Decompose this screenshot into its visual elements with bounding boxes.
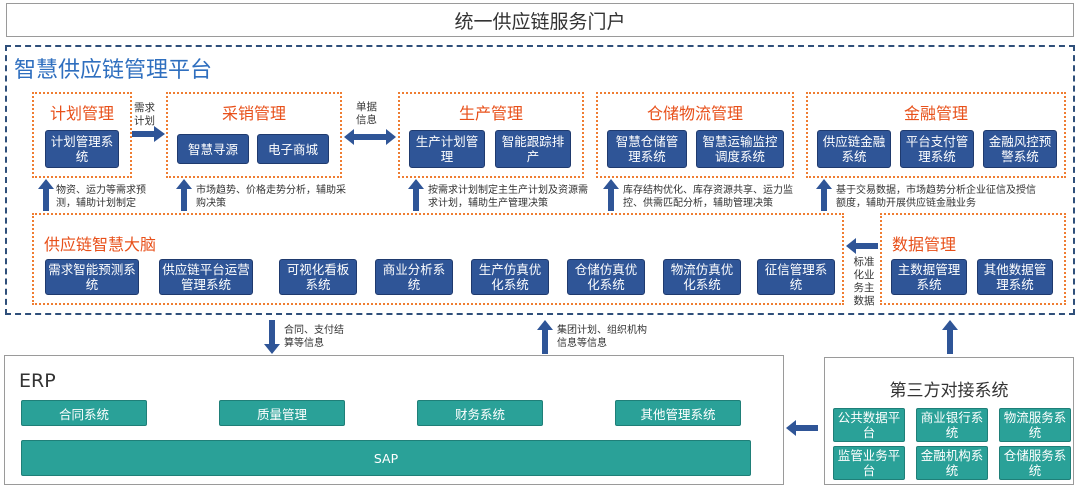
- e-mall-button[interactable]: 电子商城: [257, 134, 329, 164]
- smart-sourcing-button[interactable]: 智慧寻源: [177, 134, 249, 164]
- master-data-button[interactable]: 主数据管理系统: [891, 259, 967, 295]
- smart-transport-button[interactable]: 智慧运输监控调度系统: [696, 130, 784, 168]
- plan-purchase-label: 需求计划: [134, 102, 155, 127]
- supply-finance-button[interactable]: 供应链金融系统: [817, 130, 891, 168]
- credit-mgmt-button[interactable]: 征信管理系统: [757, 259, 835, 295]
- erp-panel: ERP 合同系统 质量管理 财务系统 其他管理系统 SAP: [4, 355, 784, 485]
- production-sim-button[interactable]: 生产仿真优化系统: [471, 259, 549, 295]
- brain-plan-arrow: [38, 179, 54, 211]
- platform-title: 智慧供应链管理平台: [14, 58, 213, 83]
- public-data-platform-button[interactable]: 公共数据平台: [833, 408, 905, 442]
- data-brain-arrow: [846, 238, 878, 254]
- platform-erp-note: 合同、支付结算等信息: [284, 325, 344, 349]
- regulatory-platform-button[interactable]: 监管业务平台: [833, 446, 905, 480]
- portal-title: 统一供应链服务门户: [454, 10, 626, 33]
- erp-platform-note: 集团计划、组织机构信息等信息: [557, 325, 647, 349]
- module-warehouse: 仓储物流管理 智慧仓储管理系统 智慧运输监控调度系统: [596, 92, 794, 178]
- business-analysis-button[interactable]: 商业分析系统: [375, 259, 453, 295]
- brain-plan-note: 物资、运力等需求预测，辅助计划制定: [56, 185, 146, 209]
- platform-frame: [5, 45, 1075, 315]
- module-brain-title: 供应链智慧大脑: [44, 235, 157, 254]
- commercial-bank-button[interactable]: 商业银行系统: [916, 408, 988, 442]
- erp-title: ERP: [19, 370, 56, 392]
- third-erp-arrow: [786, 420, 818, 436]
- contract-system-button[interactable]: 合同系统: [21, 400, 147, 426]
- module-production-title: 生产管理: [458, 104, 523, 123]
- module-plan: 计划管理 计划管理系统: [32, 92, 132, 178]
- logistics-service-button[interactable]: 物流服务系统: [999, 408, 1071, 442]
- erp-platform-arrow: [537, 320, 553, 354]
- module-finance: 金融管理 供应链金融系统 平台支付管理系统 金融风控预警系统: [806, 92, 1066, 178]
- module-data: 数据管理 主数据管理系统 其他数据管理系统: [880, 213, 1066, 305]
- data-brain-note: 标准化业务主数据: [853, 256, 875, 307]
- third-platform-arrow: [942, 320, 958, 354]
- plan-system-button[interactable]: 计划管理系统: [45, 130, 119, 168]
- brain-warehouse-arrow: [603, 179, 619, 211]
- platform-erp-arrow: [264, 320, 280, 354]
- third-party-title: 第三方对接系统: [889, 381, 1009, 401]
- quality-mgmt-button[interactable]: 质量管理: [219, 400, 345, 426]
- smart-scheduling-button[interactable]: 智能跟踪排产: [495, 130, 571, 168]
- module-purchase-title: 采销管理: [221, 104, 286, 123]
- warehouse-sim-button[interactable]: 仓储仿真优化系统: [567, 259, 645, 295]
- purchase-production-arrow: [344, 129, 396, 145]
- module-production: 生产管理 生产计划管理 智能跟踪排产: [398, 92, 584, 178]
- brain-warehouse-note: 库存结构优化、库存资源共享、运力监控、供需匹配分析，辅助管理决策: [623, 185, 793, 209]
- visual-dashboard-button[interactable]: 可视化看板系统: [279, 259, 357, 295]
- platform-payment-button[interactable]: 平台支付管理系统: [900, 130, 974, 168]
- module-plan-title: 计划管理: [49, 104, 114, 123]
- platform-operation-button[interactable]: 供应链平台运营管理系统: [159, 259, 253, 295]
- module-brain: 供应链智慧大脑 需求智能预测系统 供应链平台运营管理系统 可视化看板系统 商业分…: [32, 213, 844, 305]
- brain-purchase-note: 市场趋势、价格走势分析，辅助采购决策: [196, 185, 346, 209]
- brain-purchase-arrow: [176, 179, 192, 211]
- module-data-title: 数据管理: [892, 235, 957, 254]
- smart-warehouse-button[interactable]: 智慧仓储管理系统: [607, 130, 687, 168]
- other-data-button[interactable]: 其他数据管理系统: [977, 259, 1053, 295]
- financial-institution-button[interactable]: 金融机构系统: [916, 446, 988, 480]
- finance-risk-button[interactable]: 金融风控预警系统: [983, 130, 1057, 168]
- warehouse-service-button[interactable]: 仓储服务系统: [999, 446, 1071, 480]
- portal-banner: 统一供应链服务门户: [6, 3, 1074, 37]
- finance-system-button[interactable]: 财务系统: [417, 400, 543, 426]
- sap-bar[interactable]: SAP: [21, 440, 751, 476]
- purchase-production-label: 单据信息: [356, 101, 377, 126]
- plan-purchase-arrow: [132, 126, 165, 142]
- module-finance-title: 金融管理: [903, 104, 968, 123]
- brain-production-note: 按需求计划制定主生产计划及资源需求计划，辅助生产管理决策: [428, 185, 588, 209]
- logistics-sim-button[interactable]: 物流仿真优化系统: [663, 259, 741, 295]
- brain-finance-arrow: [816, 179, 832, 211]
- module-warehouse-title: 仓储物流管理: [646, 104, 743, 123]
- module-purchase: 采销管理 智慧寻源 电子商城: [166, 92, 342, 178]
- brain-production-arrow: [408, 179, 424, 211]
- demand-forecast-button[interactable]: 需求智能预测系统: [45, 259, 139, 295]
- third-party-panel: 第三方对接系统 公共数据平台 商业银行系统 物流服务系统 监管业务平台 金融机构…: [824, 357, 1074, 485]
- production-plan-button[interactable]: 生产计划管理: [409, 130, 485, 168]
- brain-finance-note: 基于交易数据，市场趋势分析企业征信及授信额度，辅助开展供应链金融业务: [836, 185, 1036, 209]
- other-mgmt-button[interactable]: 其他管理系统: [615, 400, 741, 426]
